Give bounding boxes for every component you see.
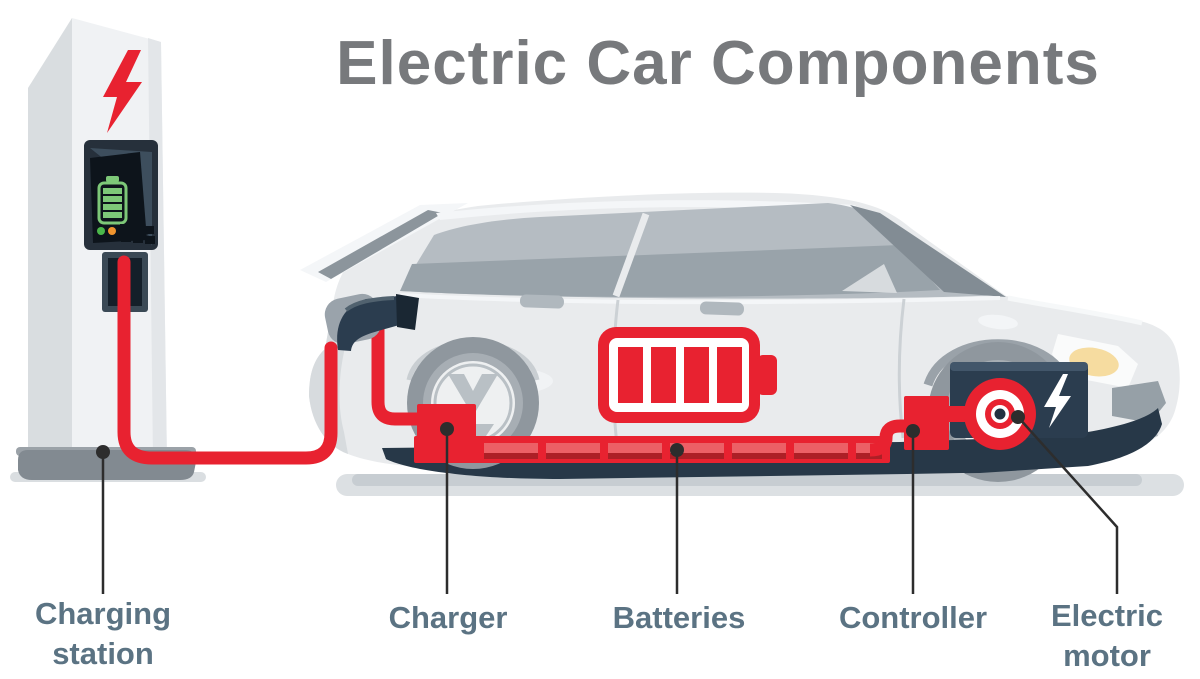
callout-dot-charging-station: [96, 445, 110, 459]
cable-socket: [102, 252, 148, 312]
hood-highlight: [1007, 295, 1143, 326]
station-bolt-icon: [103, 50, 142, 133]
page-title: Electric Car Components: [336, 29, 1100, 98]
car-battery-icon: [598, 327, 777, 423]
screen-battery-icon: [97, 176, 128, 225]
label-electric-motor-line2: motor: [1063, 638, 1151, 673]
quarter-glass: [842, 264, 897, 293]
callout-dot-electric-motor: [1011, 410, 1025, 424]
callout-dot-charger: [440, 422, 454, 436]
label-charging-station-line2: station: [52, 636, 154, 671]
battery-pack-strip: [414, 436, 890, 463]
label-electric-motor: Electric motor: [1051, 596, 1163, 676]
label-charging-station: Charging station: [35, 594, 171, 674]
label-charger: Charger: [388, 600, 508, 635]
charging-plug: [324, 293, 419, 351]
charging-cable: [117, 255, 338, 465]
motor-bolt-icon: [1044, 374, 1071, 428]
charging-station: [16, 18, 196, 480]
keypad: [120, 224, 155, 244]
label-charging-station-line1: Charging: [34, 596, 172, 631]
motor-icon: [944, 378, 1036, 450]
callouts: [96, 410, 1119, 594]
roof-highlight: [436, 200, 856, 220]
status-leds: [97, 227, 116, 235]
windshield-pillar: [850, 205, 1006, 297]
callout-line-electric-motor: [1017, 416, 1119, 594]
door-handle-front: [699, 301, 744, 316]
fender-highlight-oval: [978, 314, 1018, 330]
label-batteries: Batteries: [612, 600, 746, 635]
door-handle-rear: [519, 294, 564, 309]
label-electric-motor-line1: Electric: [1050, 598, 1164, 633]
label-controller: Controller: [838, 600, 988, 635]
port-to-charger-cable: [371, 321, 427, 426]
callout-dot-batteries: [670, 443, 684, 457]
hatch-pillar: [318, 210, 443, 279]
callout-dot-controller: [906, 424, 920, 438]
station-screen: [84, 140, 158, 250]
